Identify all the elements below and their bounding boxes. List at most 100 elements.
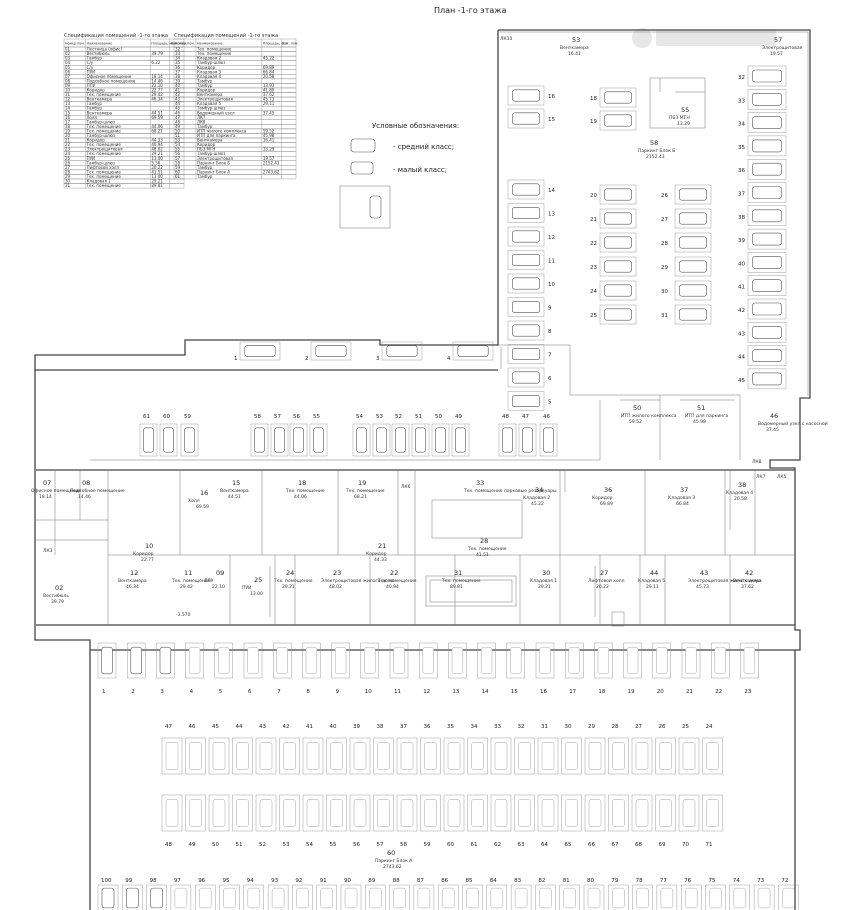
parking-space-outline bbox=[674, 304, 712, 325]
spec-row bbox=[63, 105, 185, 111]
car-icon bbox=[330, 799, 343, 827]
parking-space-outline bbox=[561, 737, 582, 775]
spec-row bbox=[173, 46, 297, 52]
parking-space: 79 bbox=[608, 878, 629, 910]
parking-space: 10 bbox=[507, 273, 555, 294]
spec-cell: 37.62 bbox=[263, 92, 275, 97]
parking-space-outline bbox=[326, 794, 347, 832]
spec-cell: 18.14 bbox=[151, 74, 163, 79]
parking-space-number: 12 bbox=[423, 689, 430, 695]
parking-space-outline bbox=[681, 642, 701, 679]
spec-cell: 39 bbox=[175, 78, 181, 83]
parking-space-number: 50 bbox=[212, 842, 219, 848]
parking-space: 16 bbox=[507, 85, 555, 106]
car-icon bbox=[685, 646, 697, 675]
parking-space-number: 13 bbox=[452, 689, 459, 695]
parking-space: 98 bbox=[146, 878, 167, 910]
spec-cell: 44.33 bbox=[151, 138, 163, 143]
stair-label: ЛК5 bbox=[777, 474, 787, 480]
parking-space-outline bbox=[537, 737, 559, 775]
car-icon bbox=[518, 799, 531, 827]
parking-space-number: 7 bbox=[548, 353, 552, 359]
car-icon bbox=[514, 887, 528, 909]
room-name: Электрощитовая bbox=[762, 45, 803, 51]
parking-space-outline bbox=[678, 794, 700, 832]
parking-space: 31 bbox=[661, 304, 712, 325]
parking-space-number: 16 bbox=[548, 94, 555, 100]
parking-space-outline bbox=[599, 184, 637, 205]
spec-cell: 32 bbox=[175, 47, 181, 52]
spec-cell: 29.21 bbox=[151, 179, 163, 184]
parking-space-outline bbox=[584, 794, 606, 832]
car-icon bbox=[588, 742, 602, 770]
parking-space-outline bbox=[302, 642, 321, 679]
car-icon bbox=[455, 427, 466, 453]
parking-space-outline bbox=[391, 423, 410, 457]
parking-space: 59 bbox=[420, 794, 441, 848]
parking-space-outline bbox=[507, 108, 545, 129]
room-name: Кладовая 1 bbox=[530, 578, 557, 584]
spec-row bbox=[173, 142, 297, 148]
car-icon bbox=[188, 646, 201, 675]
spec-cell: Тех. помещение bbox=[86, 124, 122, 129]
parking-space: 57 bbox=[373, 794, 394, 848]
parking-space: 66 bbox=[584, 794, 606, 848]
spec-cell: 68.21 bbox=[151, 128, 163, 133]
parking-space: 17 bbox=[565, 642, 584, 695]
parking-space: 22 bbox=[711, 642, 730, 695]
car-icon bbox=[451, 646, 464, 675]
parking-space-number: 5 bbox=[548, 400, 552, 406]
parking-space-number: 80 bbox=[587, 878, 594, 884]
spec-cell: Тамбур-шлюз bbox=[196, 151, 225, 156]
spec-cell: 69.89 bbox=[263, 65, 275, 70]
spec-cell: 10 bbox=[65, 88, 71, 93]
car-icon bbox=[356, 427, 367, 453]
parking-space-number: 71 bbox=[706, 842, 713, 848]
car-icon bbox=[510, 646, 522, 675]
room-area: 44.06 bbox=[294, 494, 307, 500]
parking-space-outline bbox=[535, 884, 556, 910]
parking-space-number: 45 bbox=[212, 724, 219, 730]
parking-space-number: 53 bbox=[283, 842, 290, 848]
spec-row bbox=[173, 51, 297, 57]
room-number: 27 bbox=[600, 569, 608, 577]
parking-space-outline bbox=[608, 794, 629, 832]
parking-space-number: 10 bbox=[365, 689, 372, 695]
legend-spot-outline bbox=[339, 185, 391, 229]
spec-row bbox=[63, 178, 185, 184]
parking-space-outline bbox=[599, 256, 637, 277]
legend-spot-car-icon bbox=[369, 195, 382, 219]
parking-space-number: 96 bbox=[198, 878, 205, 884]
parking-space: 6 bbox=[243, 642, 263, 695]
parking-space-outline bbox=[490, 794, 512, 832]
spec-cell: 13 bbox=[65, 101, 71, 106]
spec-cell: ИТП жилого комплекса bbox=[197, 128, 247, 133]
car-icon bbox=[189, 799, 202, 827]
parking-space-outline bbox=[740, 642, 759, 679]
spec-cell: Тамбур bbox=[86, 56, 103, 61]
car-icon bbox=[757, 887, 771, 909]
parking-space: 100 bbox=[97, 878, 119, 910]
spec-cell: 15 bbox=[65, 110, 71, 115]
car-icon bbox=[276, 646, 288, 675]
spec-cell: 2152.43 bbox=[263, 160, 280, 165]
parking-space-outline bbox=[411, 423, 430, 457]
parking-space-number: 84 bbox=[490, 878, 497, 884]
spec-cell: 2743.62 bbox=[263, 169, 280, 174]
spec-cell: 46.34 bbox=[151, 97, 163, 102]
parking-space: 25 bbox=[590, 304, 637, 325]
parking-space-outline bbox=[507, 297, 545, 317]
parking-space: 49 bbox=[451, 414, 470, 457]
spec-cell: 38 bbox=[175, 74, 181, 79]
parking-space-number: 89 bbox=[368, 878, 375, 884]
spec-cell: 21 bbox=[65, 138, 71, 143]
parking-space: 85 bbox=[462, 878, 483, 910]
parking-space: 38 bbox=[738, 205, 787, 227]
legend-medium-car-icon bbox=[350, 138, 376, 153]
